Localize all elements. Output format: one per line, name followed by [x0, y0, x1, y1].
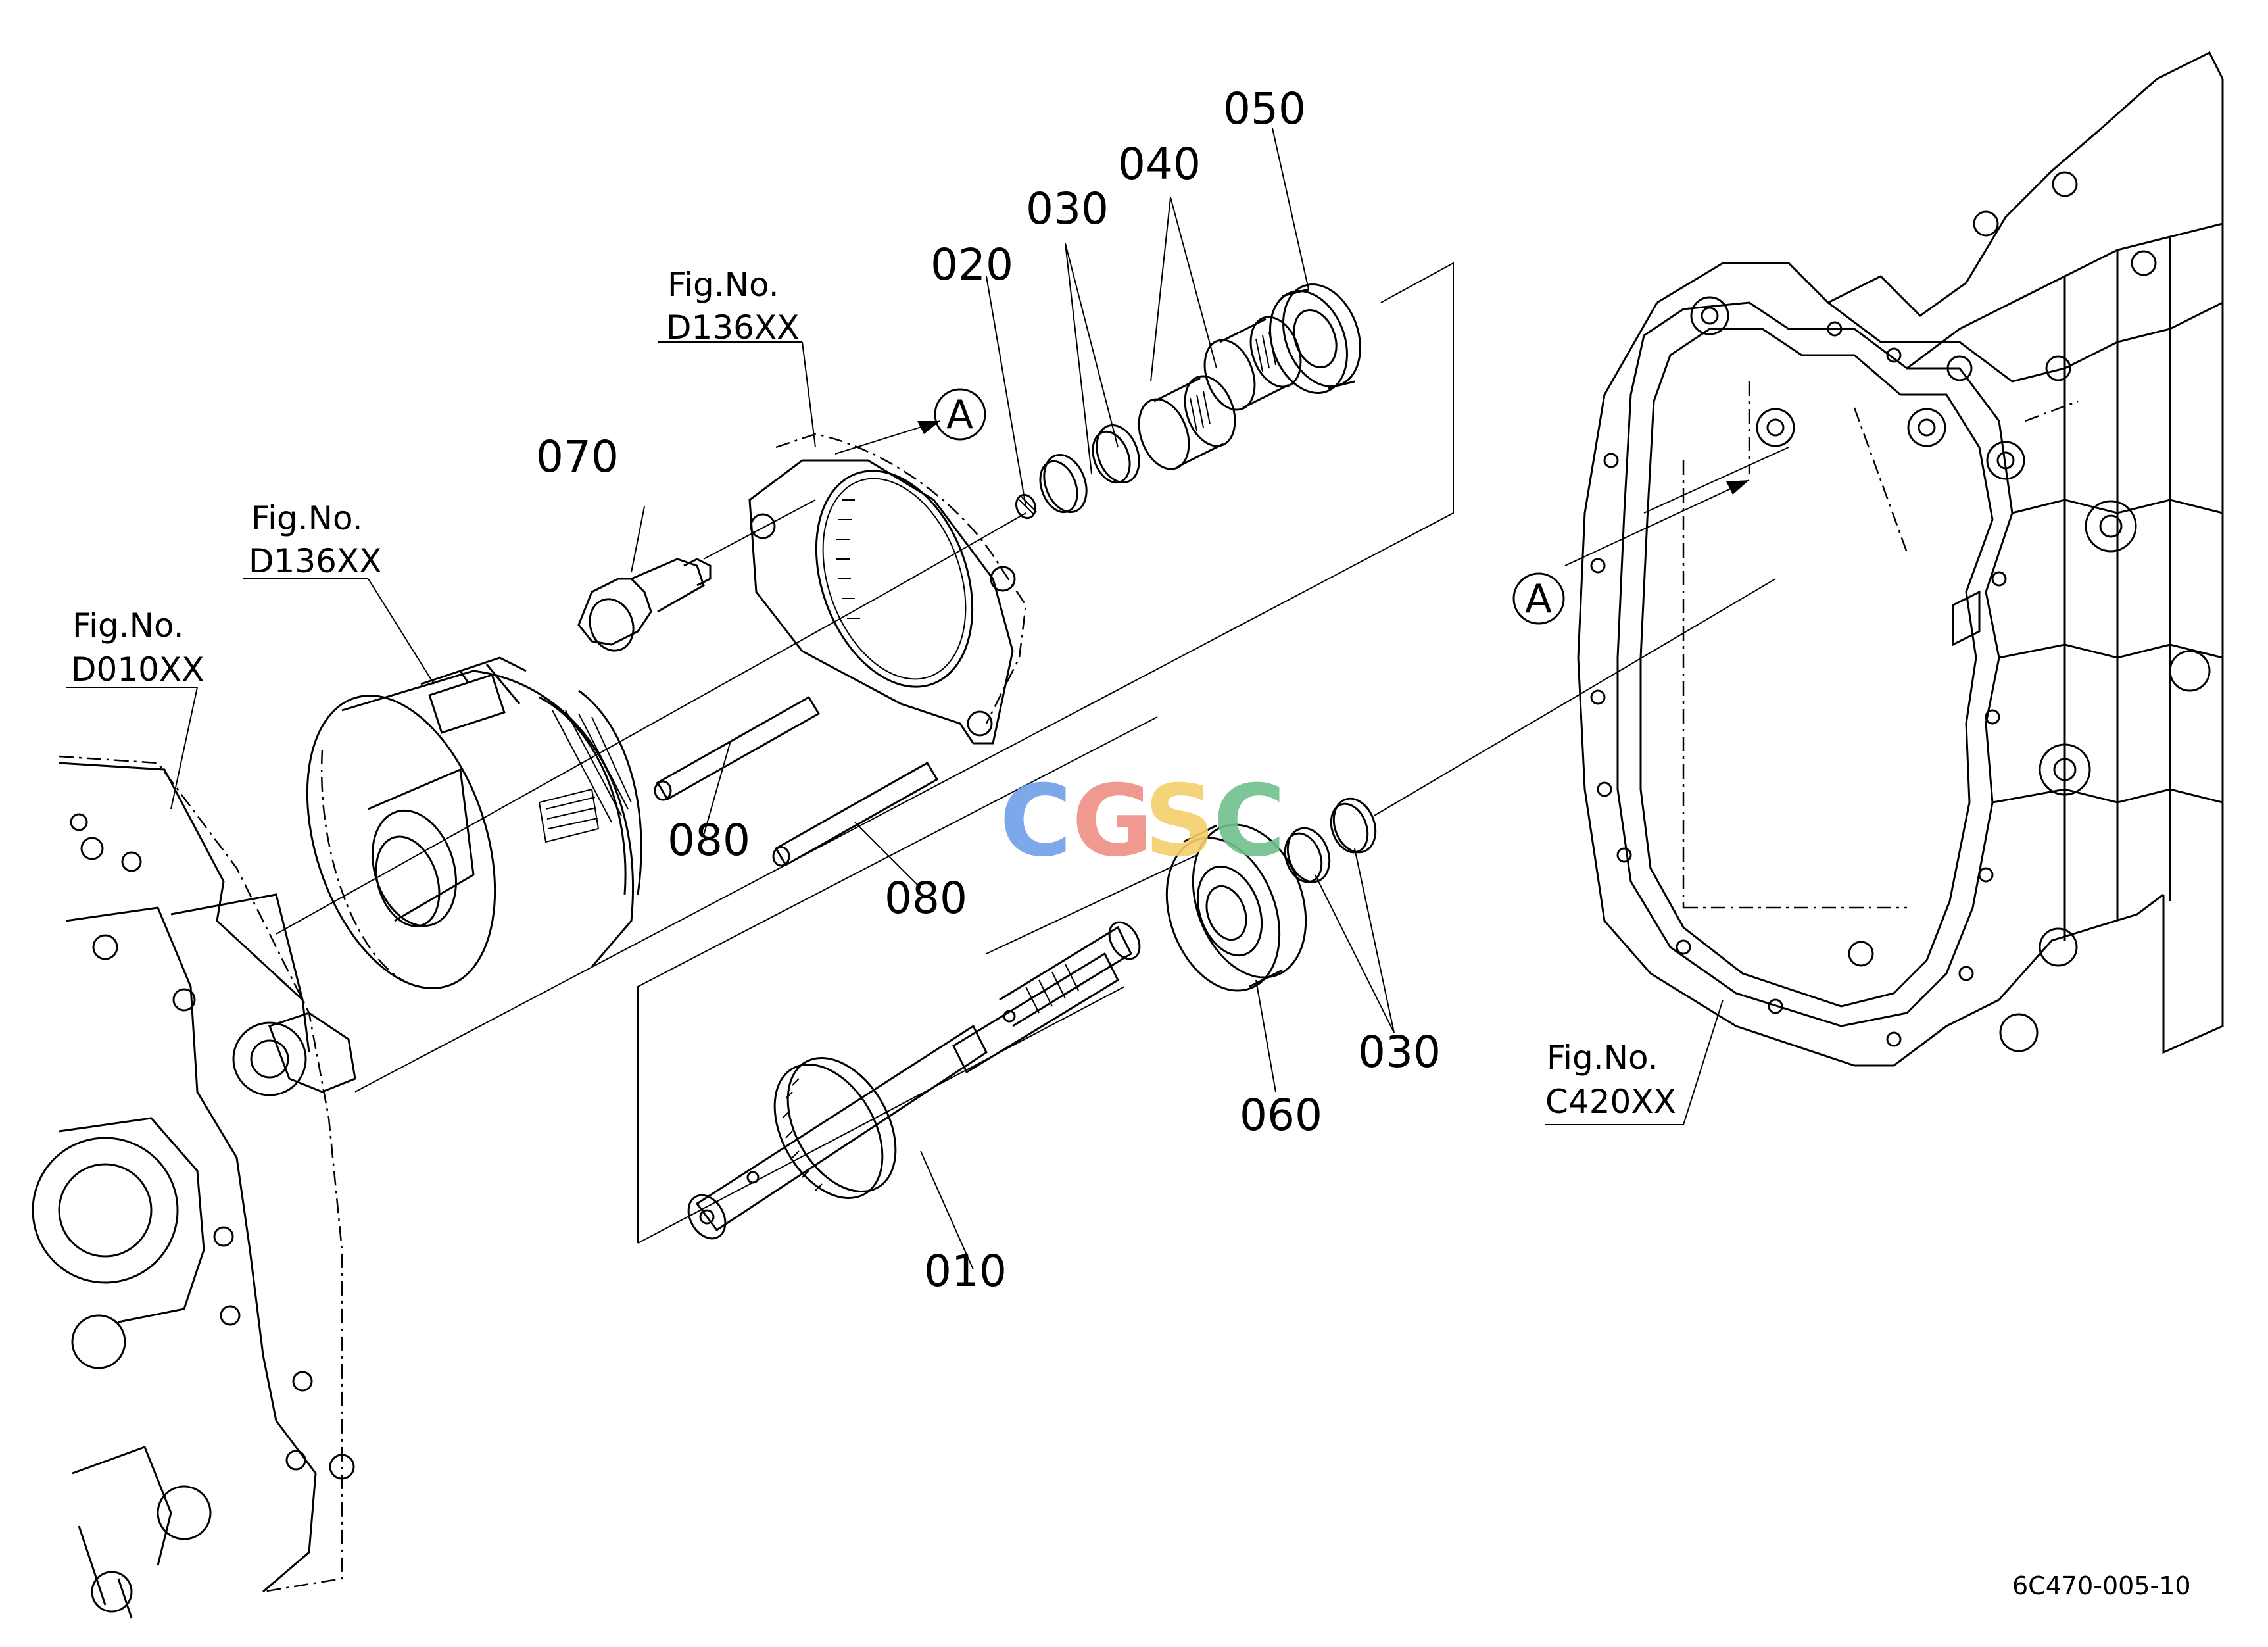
clutch-drum-assembly — [306, 656, 642, 989]
callout-a-right: A — [1525, 576, 1552, 622]
rings-030-upper-drawing — [1039, 424, 1140, 514]
assembly-centerlines — [276, 447, 1789, 954]
part-label-080-right: 080 — [884, 873, 967, 923]
part-label-060: 060 — [1240, 1090, 1322, 1141]
watermark-letter-g: G — [1072, 764, 1153, 879]
fig-ref-left-upper: Fig.No. D136XX — [666, 266, 799, 347]
right-transmission-housing — [1577, 51, 2224, 1067]
watermark-letter-c2: C — [1213, 764, 1286, 879]
part-label-070: 070 — [536, 431, 619, 482]
bearing-060-drawing — [1165, 823, 1307, 992]
pins-080-drawing — [654, 695, 939, 867]
fig-ref-right-line1: Fig.No. — [1547, 1039, 1658, 1077]
part-label-080-left: 080 — [667, 815, 750, 866]
assembly-boundary-frames — [354, 262, 1454, 1244]
leader-lines — [66, 128, 1724, 1270]
fig-ref-right: Fig.No. C420XX — [1545, 1039, 1676, 1121]
fig-ref-left-middle-line1: Fig.No. — [251, 499, 363, 537]
clutch-cover-plate — [748, 433, 1027, 745]
part-label-030-lower: 030 — [1358, 1027, 1441, 1077]
watermark-letter-s: S — [1144, 764, 1215, 879]
part-label-030-upper: 030 — [1026, 184, 1109, 234]
fig-ref-left-lower: Fig.No. D010XX — [71, 606, 204, 689]
fig-ref-left-lower-line2: D010XX — [71, 651, 204, 689]
bearing-050-drawing — [1269, 283, 1361, 394]
fig-ref-left-middle-line2: D136XX — [249, 542, 381, 580]
part-label-020: 020 — [930, 239, 1013, 290]
fig-ref-left-upper-line1: Fig.No. — [667, 266, 779, 304]
callout-arrows — [834, 388, 1750, 625]
left-transmission-case — [32, 755, 356, 1619]
part-label-040: 040 — [1118, 139, 1201, 189]
document-code: 6C470-005-10 — [2012, 1571, 2191, 1600]
fig-ref-right-line2: C420XX — [1545, 1083, 1676, 1121]
fig-ref-left-upper-line2: D136XX — [666, 308, 799, 347]
bearings-040-drawing — [1138, 316, 1302, 470]
part-label-050: 050 — [1223, 84, 1306, 134]
callout-a-upper: A — [946, 392, 973, 438]
watermark-letter-c1: C — [1000, 764, 1072, 879]
cgsc-watermark: C G S C — [1000, 764, 1286, 879]
part-label-010: 010 — [924, 1246, 1007, 1296]
pin-070-drawing — [577, 558, 712, 652]
shaft-010-drawing — [687, 921, 1141, 1240]
fig-ref-left-middle: Fig.No. D136XX — [249, 499, 381, 580]
fig-ref-left-lower-line1: Fig.No. — [72, 606, 184, 645]
